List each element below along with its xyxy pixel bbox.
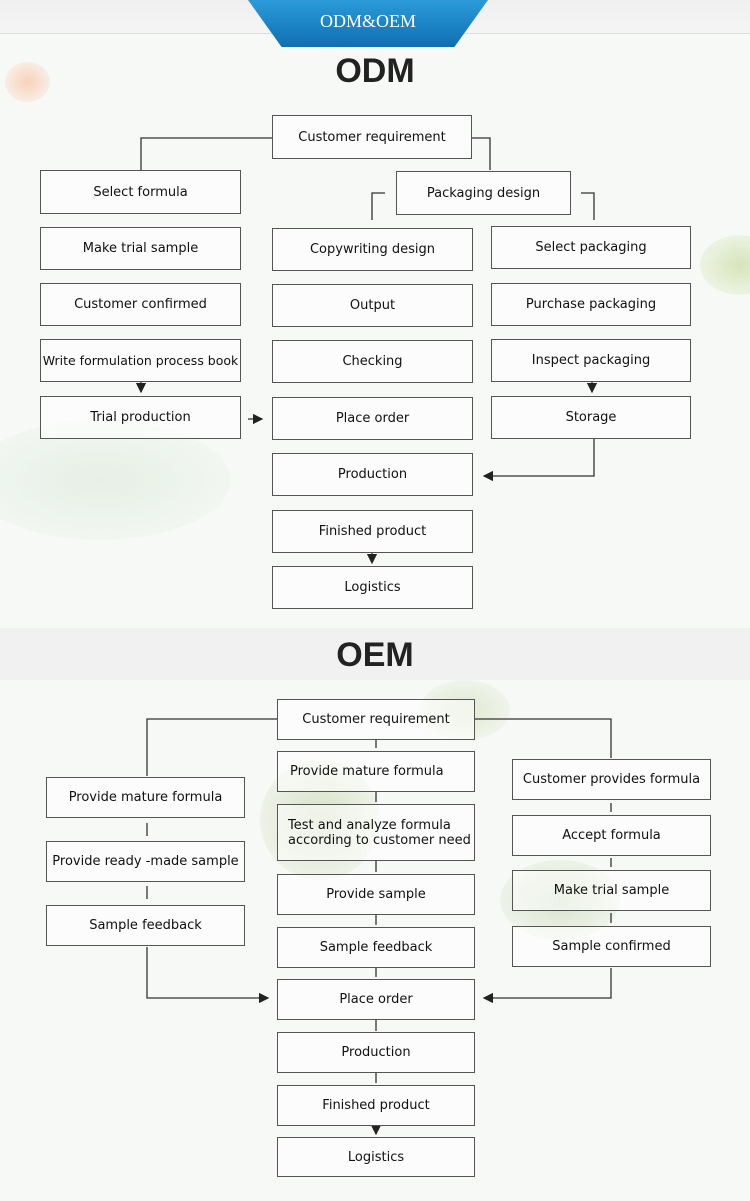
oem-left-step: Sample feedback: [46, 905, 245, 946]
odm-left-step: Trial production: [40, 396, 241, 439]
oem-title: OEM: [336, 636, 414, 674]
oem-middle-step: Logistics: [277, 1137, 475, 1177]
odm-left-step: Customer confirmed: [40, 283, 241, 326]
oem-middle-step: Production: [277, 1032, 475, 1073]
oem-arrow-left-to-place: [146, 947, 270, 1004]
odm-left-step: Select formula: [40, 170, 241, 214]
odm-right-step: Inspect packaging: [491, 339, 691, 382]
oem-middle-step: Place order: [277, 979, 475, 1020]
oem-right-step: Customer provides formula: [512, 759, 711, 800]
section-divider-band: [0, 628, 750, 680]
odm-left-step: Make trial sample: [40, 227, 241, 270]
odm-line-packaging-to-copy: [371, 192, 385, 220]
oem-right-step: Sample confirmed: [512, 926, 711, 967]
odm-right-step: Storage: [491, 396, 691, 439]
odm-line-packaging-to-select: [581, 192, 595, 220]
oem-customer-requirement: Customer requirement: [277, 699, 475, 740]
oem-line-req-to-right: [475, 718, 612, 758]
oem-middle-step: Test and analyze formula according to cu…: [277, 804, 475, 861]
oem-middle-step: Finished product: [277, 1085, 475, 1126]
oem-middle-step: Provide sample: [277, 874, 475, 915]
odm-middle-step: Finished product: [272, 510, 473, 553]
odm-middle-step: Checking: [272, 340, 473, 383]
odm-packaging-design: Packaging design: [396, 171, 571, 215]
odm-right-step: Select packaging: [491, 226, 691, 269]
header-banner: ODM&OEM: [248, 0, 488, 47]
oem-middle-step: Sample feedback: [277, 927, 475, 968]
oem-line-req-to-left: [146, 718, 277, 776]
oem-middle-step: Provide mature formula: [277, 751, 475, 792]
odm-customer-requirement: Customer requirement: [272, 115, 472, 159]
oem-right-step: Make trial sample: [512, 870, 711, 911]
odm-middle-step: Logistics: [272, 566, 473, 609]
odm-title: ODM: [335, 52, 415, 90]
odm-line-req-to-packaging: [472, 137, 491, 170]
odm-left-step: Write formulation process book: [40, 339, 241, 382]
oem-arrow-right-to-place: [482, 968, 612, 1004]
odm-middle-step: Copywriting design: [272, 228, 473, 271]
odm-middle-step: Output: [272, 284, 473, 327]
odm-line-req-to-left: [140, 137, 272, 170]
odm-arrow-storage-to-production: [482, 438, 595, 482]
odm-middle-step: Production: [272, 453, 473, 496]
oem-right-step: Accept formula: [512, 815, 711, 856]
oem-left-step: Provide ready -made sample: [46, 841, 245, 882]
odm-middle-step: Place order: [272, 397, 473, 440]
odm-right-step: Purchase packaging: [491, 283, 691, 326]
oem-left-step: Provide mature formula: [46, 777, 245, 818]
